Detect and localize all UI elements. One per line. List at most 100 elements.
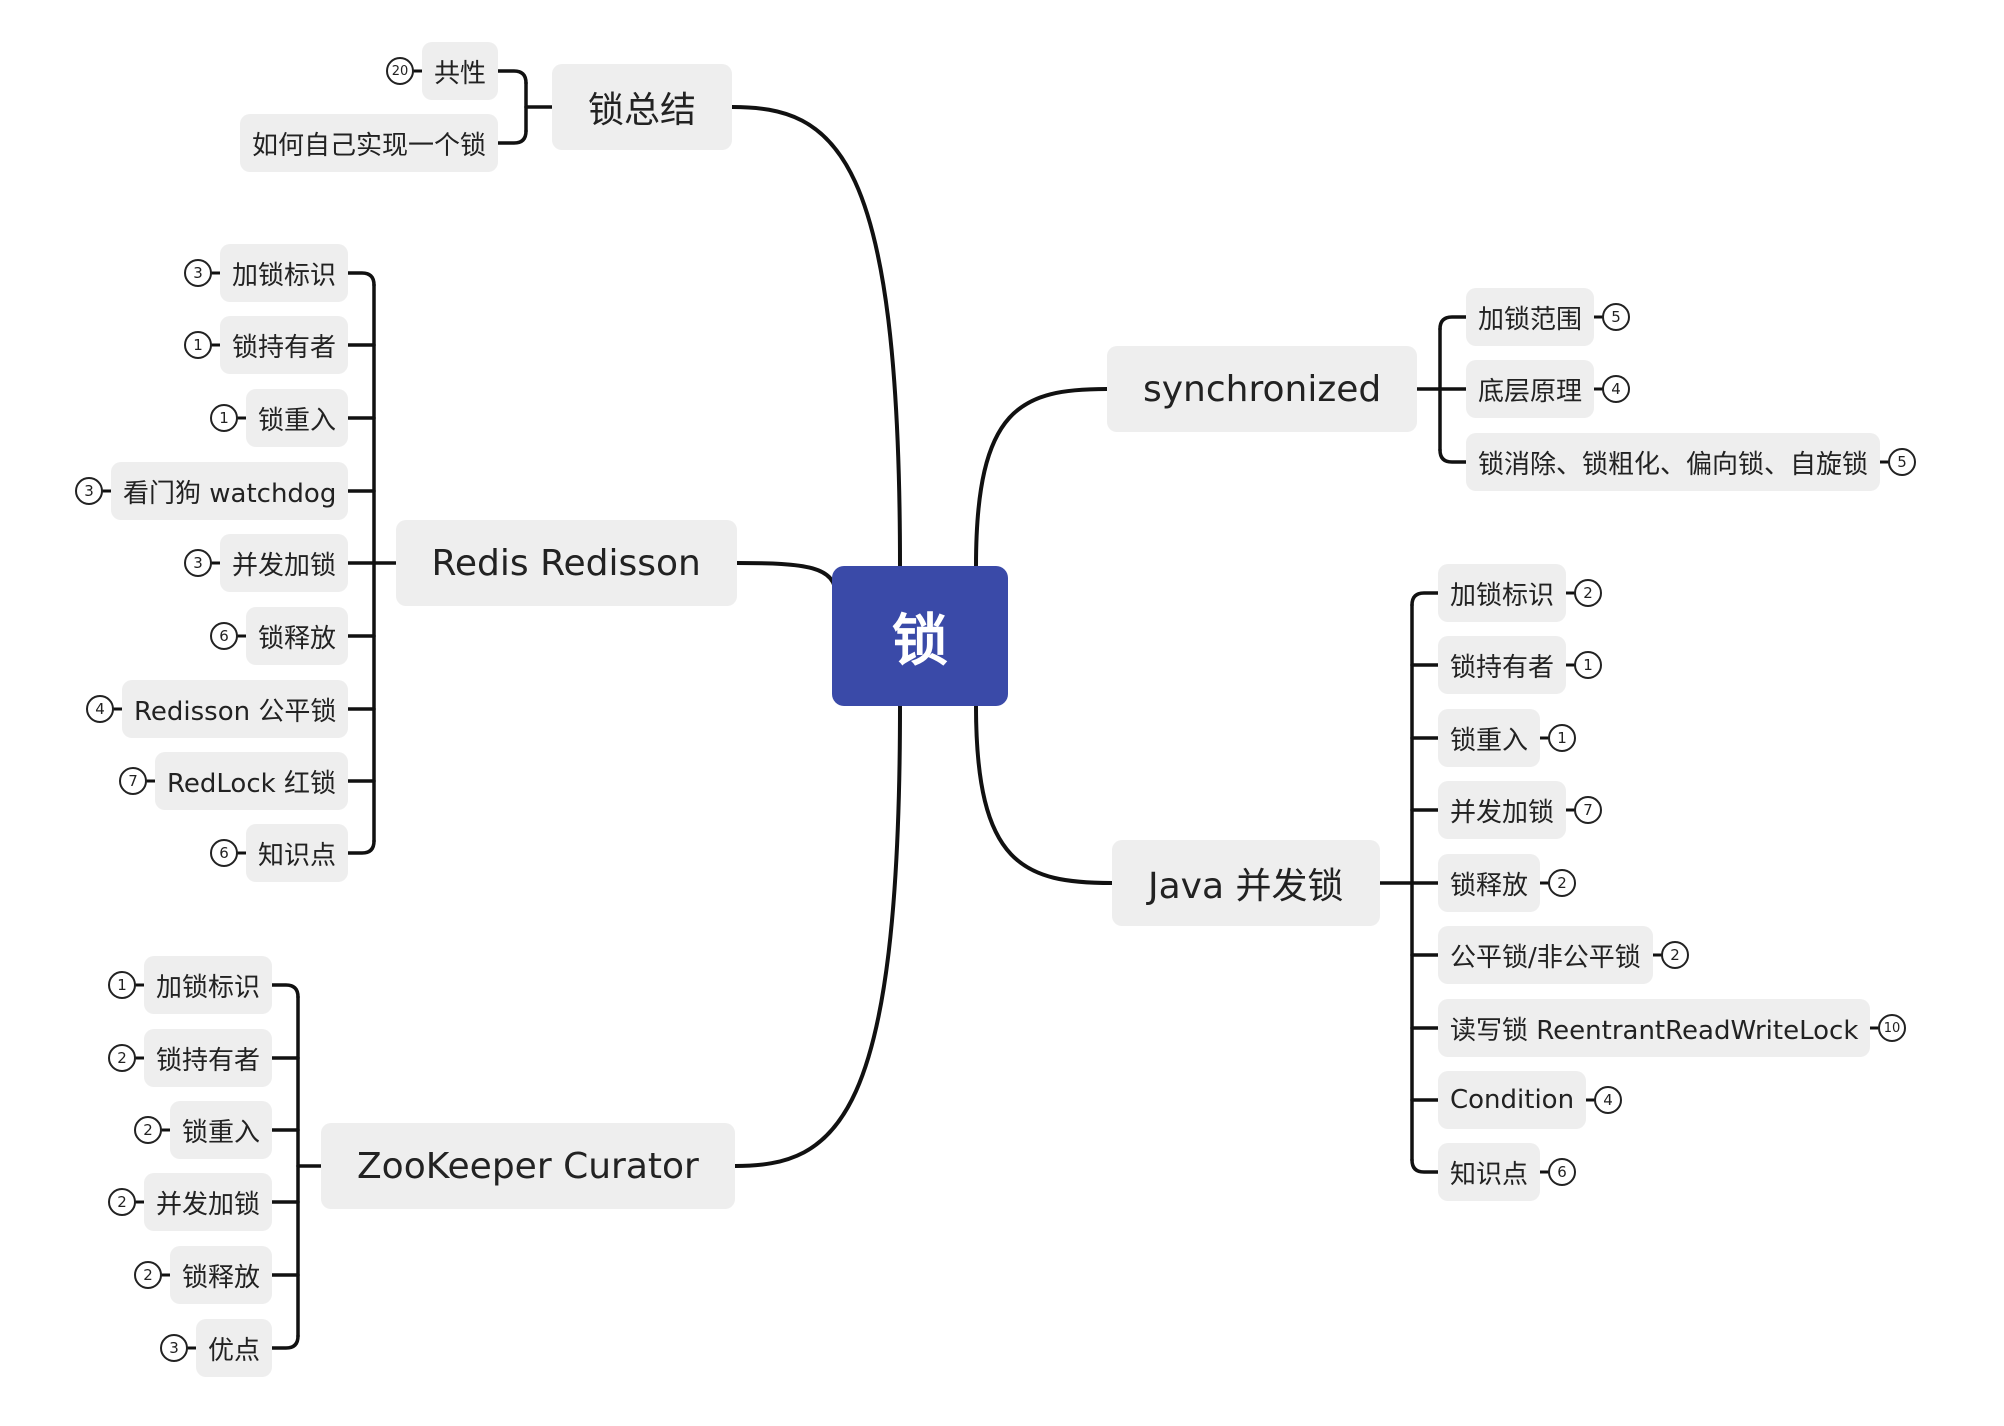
subtopic-java-1[interactable]: 锁持有者	[1438, 636, 1567, 694]
connector-line	[734, 561, 838, 598]
count-badge[interactable]: 6	[210, 622, 238, 650]
subtopic-label: 看门狗 watchdog	[123, 478, 337, 509]
count-badge[interactable]: 2	[134, 1261, 162, 1289]
subtopic-java-2[interactable]: 锁重入	[1438, 709, 1541, 767]
branch-label: 锁总结	[588, 90, 697, 131]
subtopic-redis-0[interactable]: 加锁标识	[220, 244, 349, 302]
branch-label: Java 并发锁	[1148, 866, 1344, 907]
count-badge[interactable]: 1	[108, 971, 136, 999]
connector-line	[346, 839, 376, 855]
branch-lock-summary[interactable]: 锁总结	[552, 64, 733, 150]
count-badge[interactable]: 4	[1594, 1086, 1622, 1114]
connector-line	[974, 704, 1114, 885]
subtopic-zookeeper-4[interactable]: 锁释放	[170, 1246, 273, 1304]
subtopic-label: 公平锁/非公平锁	[1450, 942, 1641, 973]
branch-redis-redisson[interactable]: Redis Redisson	[395, 520, 737, 606]
subtopic-java-6[interactable]: 读写锁 ReentrantReadWriteLock	[1438, 999, 1871, 1057]
subtopic-label: 加锁标识	[232, 260, 337, 291]
count-badge[interactable]: 7	[119, 767, 147, 795]
count-badge[interactable]: 20	[386, 57, 414, 85]
subtopic-zookeeper-0[interactable]: 加锁标识	[144, 956, 273, 1014]
count-badge[interactable]: 2	[1548, 869, 1576, 897]
connector-line	[974, 387, 1109, 568]
count-badge[interactable]: 1	[1548, 724, 1576, 752]
count-badge[interactable]: 1	[210, 404, 238, 432]
count-badge[interactable]: 1	[1574, 651, 1602, 679]
count-badge[interactable]: 2	[134, 1116, 162, 1144]
subtopic-label: 加锁标识	[1450, 580, 1555, 611]
subtopic-label: 底层原理	[1478, 376, 1583, 407]
subtopic-label: Redisson 公平锁	[134, 696, 337, 727]
connector-line	[496, 129, 528, 145]
connector-line	[1438, 448, 1468, 464]
subtopic-label: 知识点	[1450, 1159, 1529, 1190]
subtopic-java-5[interactable]: 公平锁/非公平锁	[1438, 926, 1653, 984]
count-badge[interactable]: 6	[1548, 1158, 1576, 1186]
subtopic-redis-7[interactable]: RedLock 红锁	[155, 752, 348, 810]
count-badge[interactable]: 7	[1574, 796, 1602, 824]
connector-line	[1438, 315, 1468, 331]
subtopic-label: 加锁范围	[1478, 304, 1583, 335]
connector-line	[346, 271, 376, 287]
subtopic-redis-2[interactable]: 锁重入	[246, 389, 349, 447]
subtopic-label: 锁释放	[182, 1262, 261, 1293]
count-badge[interactable]: 3	[160, 1334, 188, 1362]
subtopic-synchronized-2[interactable]: 锁消除、锁粗化、偏向锁、自旋锁	[1466, 433, 1881, 491]
root-topic[interactable]: 锁	[832, 566, 1008, 706]
count-badge[interactable]: 1	[184, 331, 212, 359]
subtopic-label: 并发加锁	[1450, 797, 1555, 828]
count-badge[interactable]: 5	[1602, 303, 1630, 331]
connector-line	[730, 105, 902, 568]
subtopic-summary-0[interactable]: 共性	[422, 42, 499, 100]
subtopic-label: 锁持有者	[232, 332, 337, 363]
subtopic-java-4[interactable]: 锁释放	[1438, 854, 1541, 912]
branch-label: ZooKeeper Curator	[357, 1145, 699, 1187]
subtopic-java-7[interactable]: Condition	[1438, 1071, 1587, 1129]
subtopic-label: 如何自己实现一个锁	[252, 130, 487, 161]
subtopic-redis-6[interactable]: Redisson 公平锁	[122, 680, 349, 738]
root-topic-label: 锁	[892, 608, 948, 674]
branch-label: Redis Redisson	[431, 542, 701, 584]
count-badge[interactable]: 3	[184, 549, 212, 577]
subtopic-redis-8[interactable]: 知识点	[246, 824, 349, 882]
count-badge[interactable]: 6	[210, 839, 238, 867]
subtopic-label: 知识点	[258, 840, 337, 871]
subtopic-redis-5[interactable]: 锁释放	[246, 607, 349, 665]
subtopic-synchronized-1[interactable]: 底层原理	[1466, 360, 1595, 418]
subtopic-java-0[interactable]: 加锁标识	[1438, 564, 1567, 622]
count-badge[interactable]: 2	[1661, 941, 1689, 969]
subtopic-summary-1[interactable]: 如何自己实现一个锁	[240, 114, 499, 172]
count-badge[interactable]: 5	[1888, 448, 1916, 476]
subtopic-java-8[interactable]: 知识点	[1438, 1143, 1541, 1201]
subtopic-zookeeper-5[interactable]: 优点	[196, 1319, 273, 1377]
branch-synchronized[interactable]: synchronized	[1107, 346, 1418, 432]
subtopic-zookeeper-3[interactable]: 并发加锁	[144, 1173, 273, 1231]
connector-line	[496, 69, 528, 85]
count-badge[interactable]: 2	[108, 1044, 136, 1072]
subtopic-label: 并发加锁	[232, 550, 337, 581]
subtopic-redis-4[interactable]: 并发加锁	[220, 534, 349, 592]
subtopic-zookeeper-2[interactable]: 锁重入	[170, 1101, 273, 1159]
subtopic-label: 锁持有者	[1450, 652, 1555, 683]
connector-line	[270, 1334, 300, 1350]
count-badge[interactable]: 10	[1878, 1014, 1906, 1042]
subtopic-zookeeper-1[interactable]: 锁持有者	[144, 1029, 273, 1087]
count-badge[interactable]: 4	[1602, 375, 1630, 403]
subtopic-redis-3[interactable]: 看门狗 watchdog	[111, 462, 349, 520]
subtopic-redis-1[interactable]: 锁持有者	[220, 316, 349, 374]
count-badge[interactable]: 2	[1574, 579, 1602, 607]
subtopic-label: Condition	[1450, 1085, 1575, 1115]
subtopic-label: 并发加锁	[156, 1189, 261, 1220]
count-badge[interactable]: 4	[86, 695, 114, 723]
subtopic-label: 锁释放	[1450, 870, 1529, 901]
subtopic-java-3[interactable]: 并发加锁	[1438, 781, 1567, 839]
count-badge[interactable]: 2	[108, 1188, 136, 1216]
connector-line	[270, 983, 300, 999]
subtopic-label: 锁重入	[1450, 725, 1529, 756]
subtopic-synchronized-0[interactable]: 加锁范围	[1466, 288, 1595, 346]
branch-zookeeper-curator[interactable]: ZooKeeper Curator	[321, 1123, 735, 1209]
subtopic-label: RedLock 红锁	[167, 768, 336, 799]
branch-java-concurrent-lock[interactable]: Java 并发锁	[1112, 840, 1380, 926]
count-badge[interactable]: 3	[184, 259, 212, 287]
count-badge[interactable]: 3	[75, 477, 103, 505]
